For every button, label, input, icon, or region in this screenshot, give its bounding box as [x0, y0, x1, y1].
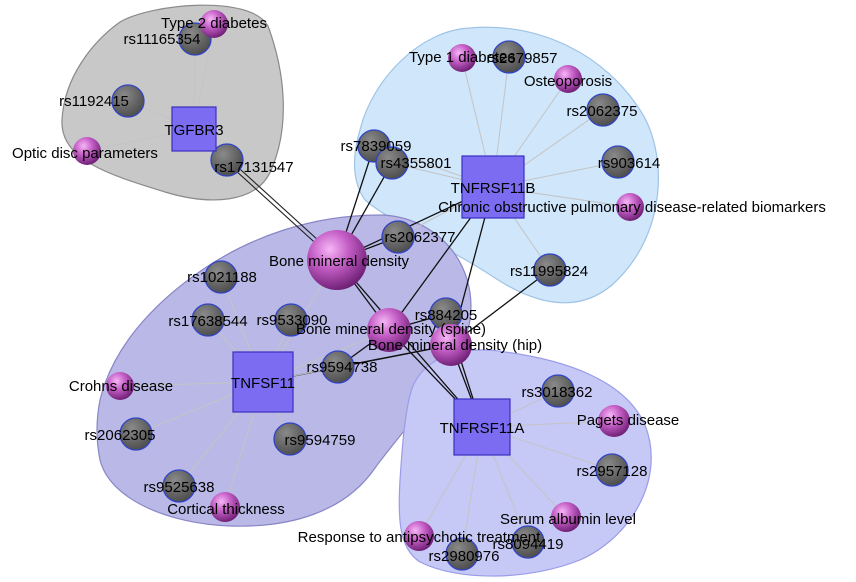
snp-node-rs3018362[interactable] — [541, 374, 575, 408]
snp-node-rs9533090[interactable] — [274, 303, 308, 337]
trait-node-cortical[interactable] — [210, 492, 240, 522]
gene-node-tnfsf11[interactable] — [232, 351, 294, 413]
snp-label-rs9533090: rs9533090 — [257, 312, 328, 329]
snp-node-rs9594738[interactable] — [321, 350, 355, 384]
snp-label-rs2957128: rs2957128 — [577, 463, 648, 480]
snp-label-rs2679857: rs2679857 — [487, 50, 558, 67]
snp-node-rs2980976[interactable] — [445, 537, 479, 571]
nodes — [73, 10, 644, 571]
snp-node-rs1192415[interactable] — [111, 84, 145, 118]
snp-label-rs11995824: rs11995824 — [510, 263, 588, 280]
snp-node-rs17131547[interactable] — [210, 143, 244, 177]
gene-label-tnfrsf11b: TNFRSF11B — [451, 180, 536, 197]
snp-node-rs2679857[interactable] — [492, 40, 526, 74]
snp-node-rs11995824[interactable] — [533, 253, 567, 287]
snp-node-rs2062305[interactable] — [119, 417, 153, 451]
snp-node-rs903614[interactable] — [601, 145, 635, 179]
snp-label-rs2062377: rs2062377 — [385, 229, 456, 246]
snp-node-rs4355801[interactable] — [375, 146, 409, 180]
trait-node-bmdh[interactable] — [430, 324, 472, 366]
trait-node-crohn[interactable] — [106, 372, 134, 400]
trait-node-albumin[interactable] — [551, 502, 581, 532]
trait-label-t1d: Type 1 diabetes — [409, 49, 515, 66]
gene-node-tgfbr3[interactable] — [171, 106, 217, 152]
trait-label-t2d: Type 2 diabetes — [161, 15, 267, 32]
gene-label-tgfbr3: TGFBR3 — [164, 122, 223, 139]
snp-label-rs2062305: rs2062305 — [85, 427, 156, 444]
snp-label-rs8094419: rs8094419 — [493, 536, 564, 553]
trait-label-odp: Optic disc parameters — [12, 145, 158, 162]
snp-label-rs1192415: rs1192415 — [59, 93, 129, 110]
snp-node-rs2062377[interactable] — [381, 220, 415, 254]
gene-label-tnfrsf11a: TNFRSF11A — [440, 420, 525, 437]
trait-node-osteo[interactable] — [554, 65, 582, 93]
trait-label-albumin: Serum albumin level — [500, 511, 636, 528]
gene-node-tnfrsf11a[interactable] — [453, 398, 511, 456]
trait-node-copd[interactable] — [616, 193, 644, 221]
trait-label-osteo: Osteoporosis — [524, 73, 612, 90]
snp-label-rs17131547: rs17131547 — [214, 159, 293, 176]
snp-node-rs8094419[interactable] — [511, 525, 545, 559]
snp-label-rs884205: rs884205 — [415, 307, 478, 324]
snp-label-rs9525638: rs9525638 — [144, 479, 215, 496]
trait-node-odp[interactable] — [73, 137, 101, 165]
snp-label-rs11165354: rs11165354 — [123, 31, 200, 48]
snp-label-rs3018362: rs3018362 — [522, 384, 593, 401]
trait-label-antipsych: Response to antipsychotic treatment — [298, 529, 541, 546]
trait-node-bmd[interactable] — [307, 230, 367, 290]
trait-node-paget[interactable] — [598, 405, 630, 437]
snp-node-rs17638544[interactable] — [191, 303, 225, 337]
trait-node-t1d[interactable] — [448, 44, 476, 72]
snp-label-rs9594759: rs9594759 — [285, 432, 356, 449]
gene-node-tnfrsf11b[interactable] — [461, 155, 525, 219]
snp-node-rs2957128[interactable] — [595, 453, 629, 487]
trait-label-cortical: Cortical thickness — [167, 501, 285, 518]
trait-node-antipsych[interactable] — [404, 521, 434, 551]
snp-node-rs1021188[interactable] — [204, 260, 238, 294]
gene-label-tnfsf11: TNFSF11 — [231, 375, 295, 392]
trait-label-bmds: Bone mineral density (spine) — [296, 321, 486, 338]
trait-node-bmds[interactable] — [367, 308, 411, 352]
trait-label-copd: Chronic obstructive pulmonary disease-re… — [438, 199, 826, 216]
snp-label-rs4355801: rs4355801 — [381, 155, 452, 172]
trait-label-crohn: Crohns disease — [69, 378, 173, 395]
snp-node-rs9525638[interactable] — [162, 469, 196, 503]
snp-label-rs2062375: rs2062375 — [567, 103, 638, 120]
trait-label-bmd: Bone mineral density — [269, 253, 410, 270]
labels: rs11165354 rs1192415 rs17131547 rs2679857 rs… — [12, 15, 826, 565]
trait-label-paget: Pagets disease — [577, 412, 680, 429]
trait-node-t2d[interactable] — [200, 10, 228, 38]
snp-label-rs9594738: rs9594738 — [307, 359, 378, 376]
snp-node-rs9594759[interactable] — [273, 422, 307, 456]
snp-label-rs7839059: rs7839059 — [341, 138, 412, 155]
snp-label-rs17638544: rs17638544 — [168, 313, 247, 330]
snp-node-rs2062375[interactable] — [586, 93, 620, 127]
trait-label-bmdh: Bone mineral density (hip) — [368, 337, 542, 354]
snp-label-rs903614: rs903614 — [598, 155, 661, 172]
snp-label-rs2980976: rs2980976 — [429, 548, 500, 565]
snp-label-rs1021188: rs1021188 — [187, 269, 257, 286]
